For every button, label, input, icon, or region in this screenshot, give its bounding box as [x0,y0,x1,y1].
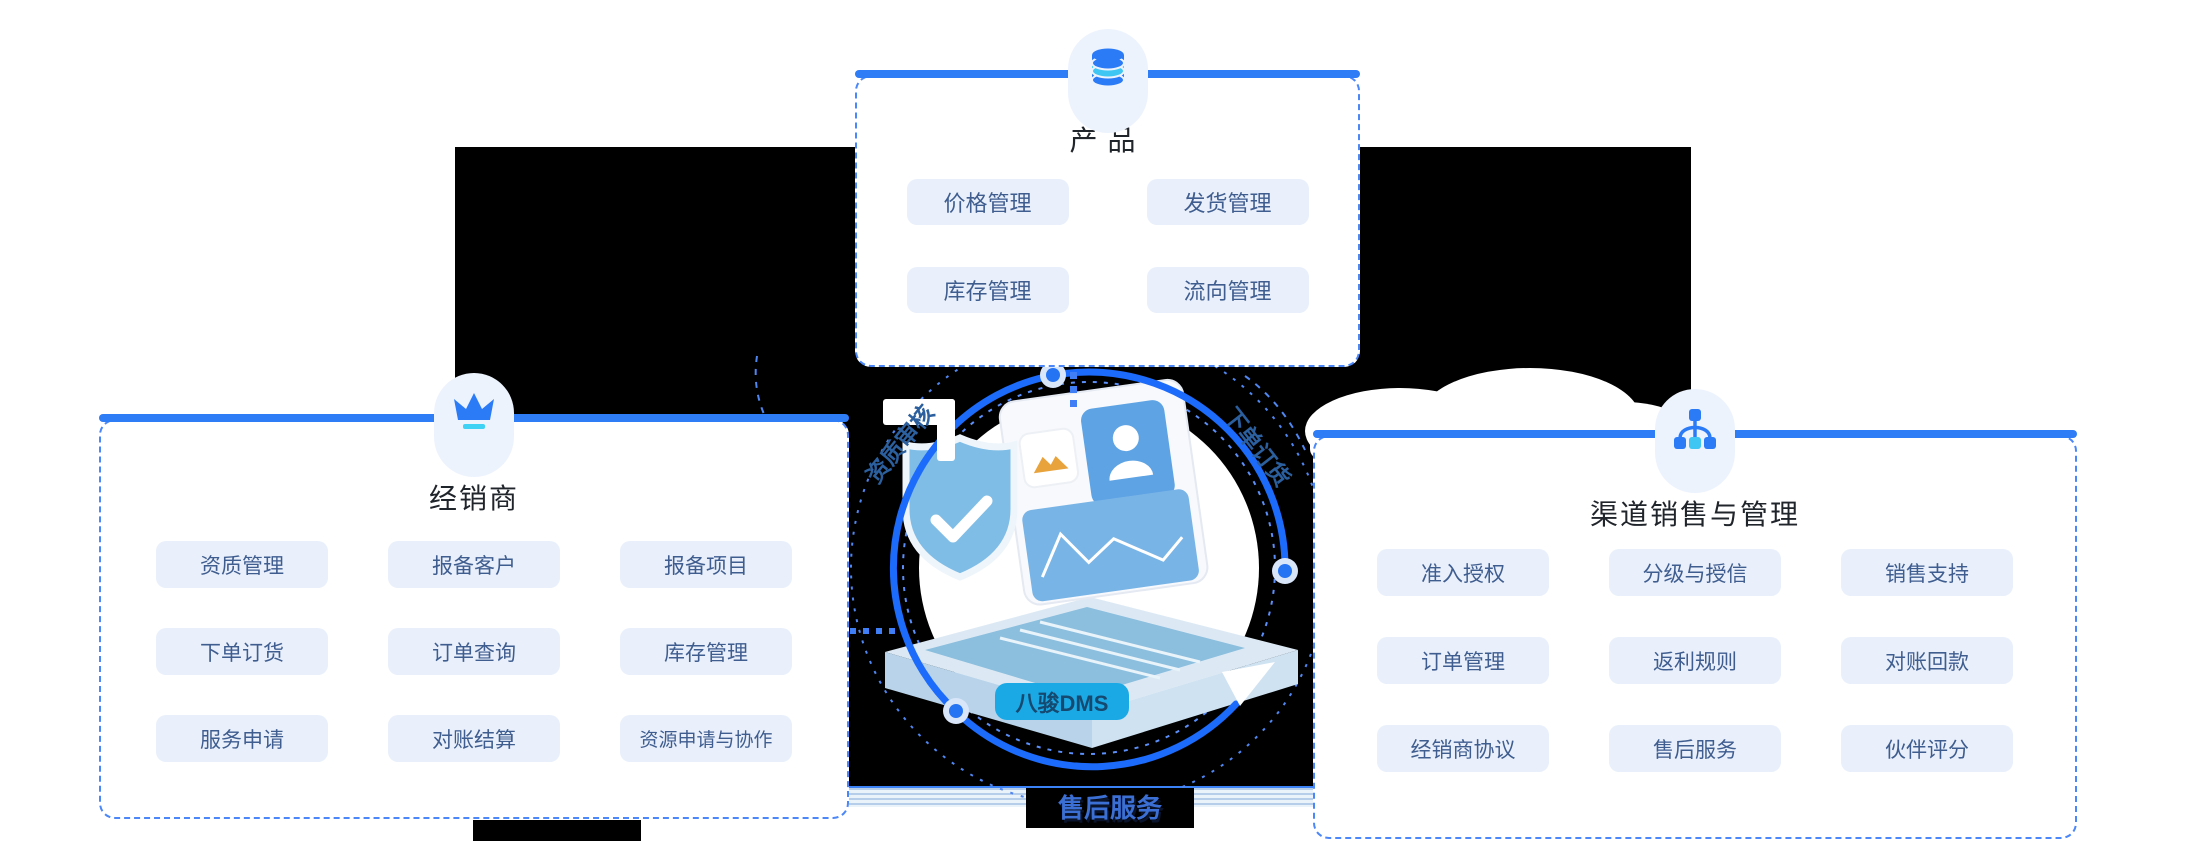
channel-item-grid: 准入授权 分级与授信 销售支持 订单管理 返利规则 对账回款 经销商协议 售后服… [1315,549,2075,772]
panel-item-button[interactable]: 库存管理 [620,628,792,675]
user-card-icon [1081,400,1175,506]
panel-item-button[interactable]: 分级与授信 [1609,549,1781,596]
chart-icon [1022,489,1199,602]
product-panel: 产品 价格管理 发货管理 库存管理 流向管理 [855,29,1360,367]
dealer-badge [434,373,514,477]
screen-cards [998,378,1209,606]
panel-item-button[interactable]: 报备客户 [388,541,560,588]
product-badge [1067,29,1148,133]
panel-item-button[interactable]: 发货管理 [1146,179,1309,225]
panel-item-button[interactable]: 报备项目 [620,541,792,588]
panel-item-button[interactable]: 下单订货 [156,628,328,675]
panel-item-button[interactable]: 伙伴评分 [1841,725,2013,772]
shield-check-icon [902,434,1018,581]
channel-panel-title: 渠道销售与管理 [1589,499,1800,530]
panel-item-button[interactable]: 服务申请 [156,715,328,762]
dealer-panel: 经销商 资质管理 报备客户 报备项目 下单订货 订单查询 库存管理 服务申请 对… [99,373,849,819]
panel-item-button[interactable]: 订单查询 [388,628,560,675]
panel-item-button[interactable]: 销售支持 [1841,549,2013,596]
panel-item-button[interactable]: 资质管理 [156,541,328,588]
flow-arcs [889,368,1289,771]
crown-icon [454,393,494,429]
node-dots [943,362,1298,724]
channel-badge [1655,389,1735,493]
panel-item-button[interactable]: 对账结算 [388,715,560,762]
bg-transparency-artifact [473,820,641,841]
channel-panel: 渠道销售与管理 准入授权 分级与授信 销售支持 订单管理 返利规则 对账回款 经… [1313,389,2077,839]
ring-label-after-sales: 售后服务 [1026,788,1194,828]
flow-arrow-icon [1222,662,1275,706]
product-item-grid: 价格管理 发货管理 库存管理 流向管理 [857,179,1358,313]
panel-item-button[interactable]: 流向管理 [1146,267,1309,313]
sitemap-icon [1674,409,1716,449]
photo-icon [1018,427,1080,489]
panel-item-button[interactable]: 订单管理 [1377,637,1549,684]
panel-item-button[interactable]: 库存管理 [906,267,1069,313]
panel-item-button[interactable]: 对账回款 [1841,637,2013,684]
panel-item-button[interactable]: 价格管理 [906,179,1069,225]
dealer-item-grid: 资质管理 报备客户 报备项目 下单订货 订单查询 库存管理 服务申请 对账结算 … [101,541,847,762]
dms-core-pill[interactable]: 八骏DMS [995,683,1129,720]
panel-item-button[interactable]: 售后服务 [1609,725,1781,772]
bg-white-patch [937,399,955,461]
dealer-panel-title: 经销商 [428,483,519,514]
panel-item-button[interactable]: 准入授权 [1377,549,1549,596]
panel-item-button[interactable]: 资源申请与协作 [620,715,792,762]
panel-item-button[interactable]: 返利规则 [1609,637,1781,684]
database-icon [1090,48,1125,88]
connector-dots [850,372,1077,634]
panel-item-button[interactable]: 经销商协议 [1377,725,1549,772]
laptop-illustration [885,378,1298,748]
